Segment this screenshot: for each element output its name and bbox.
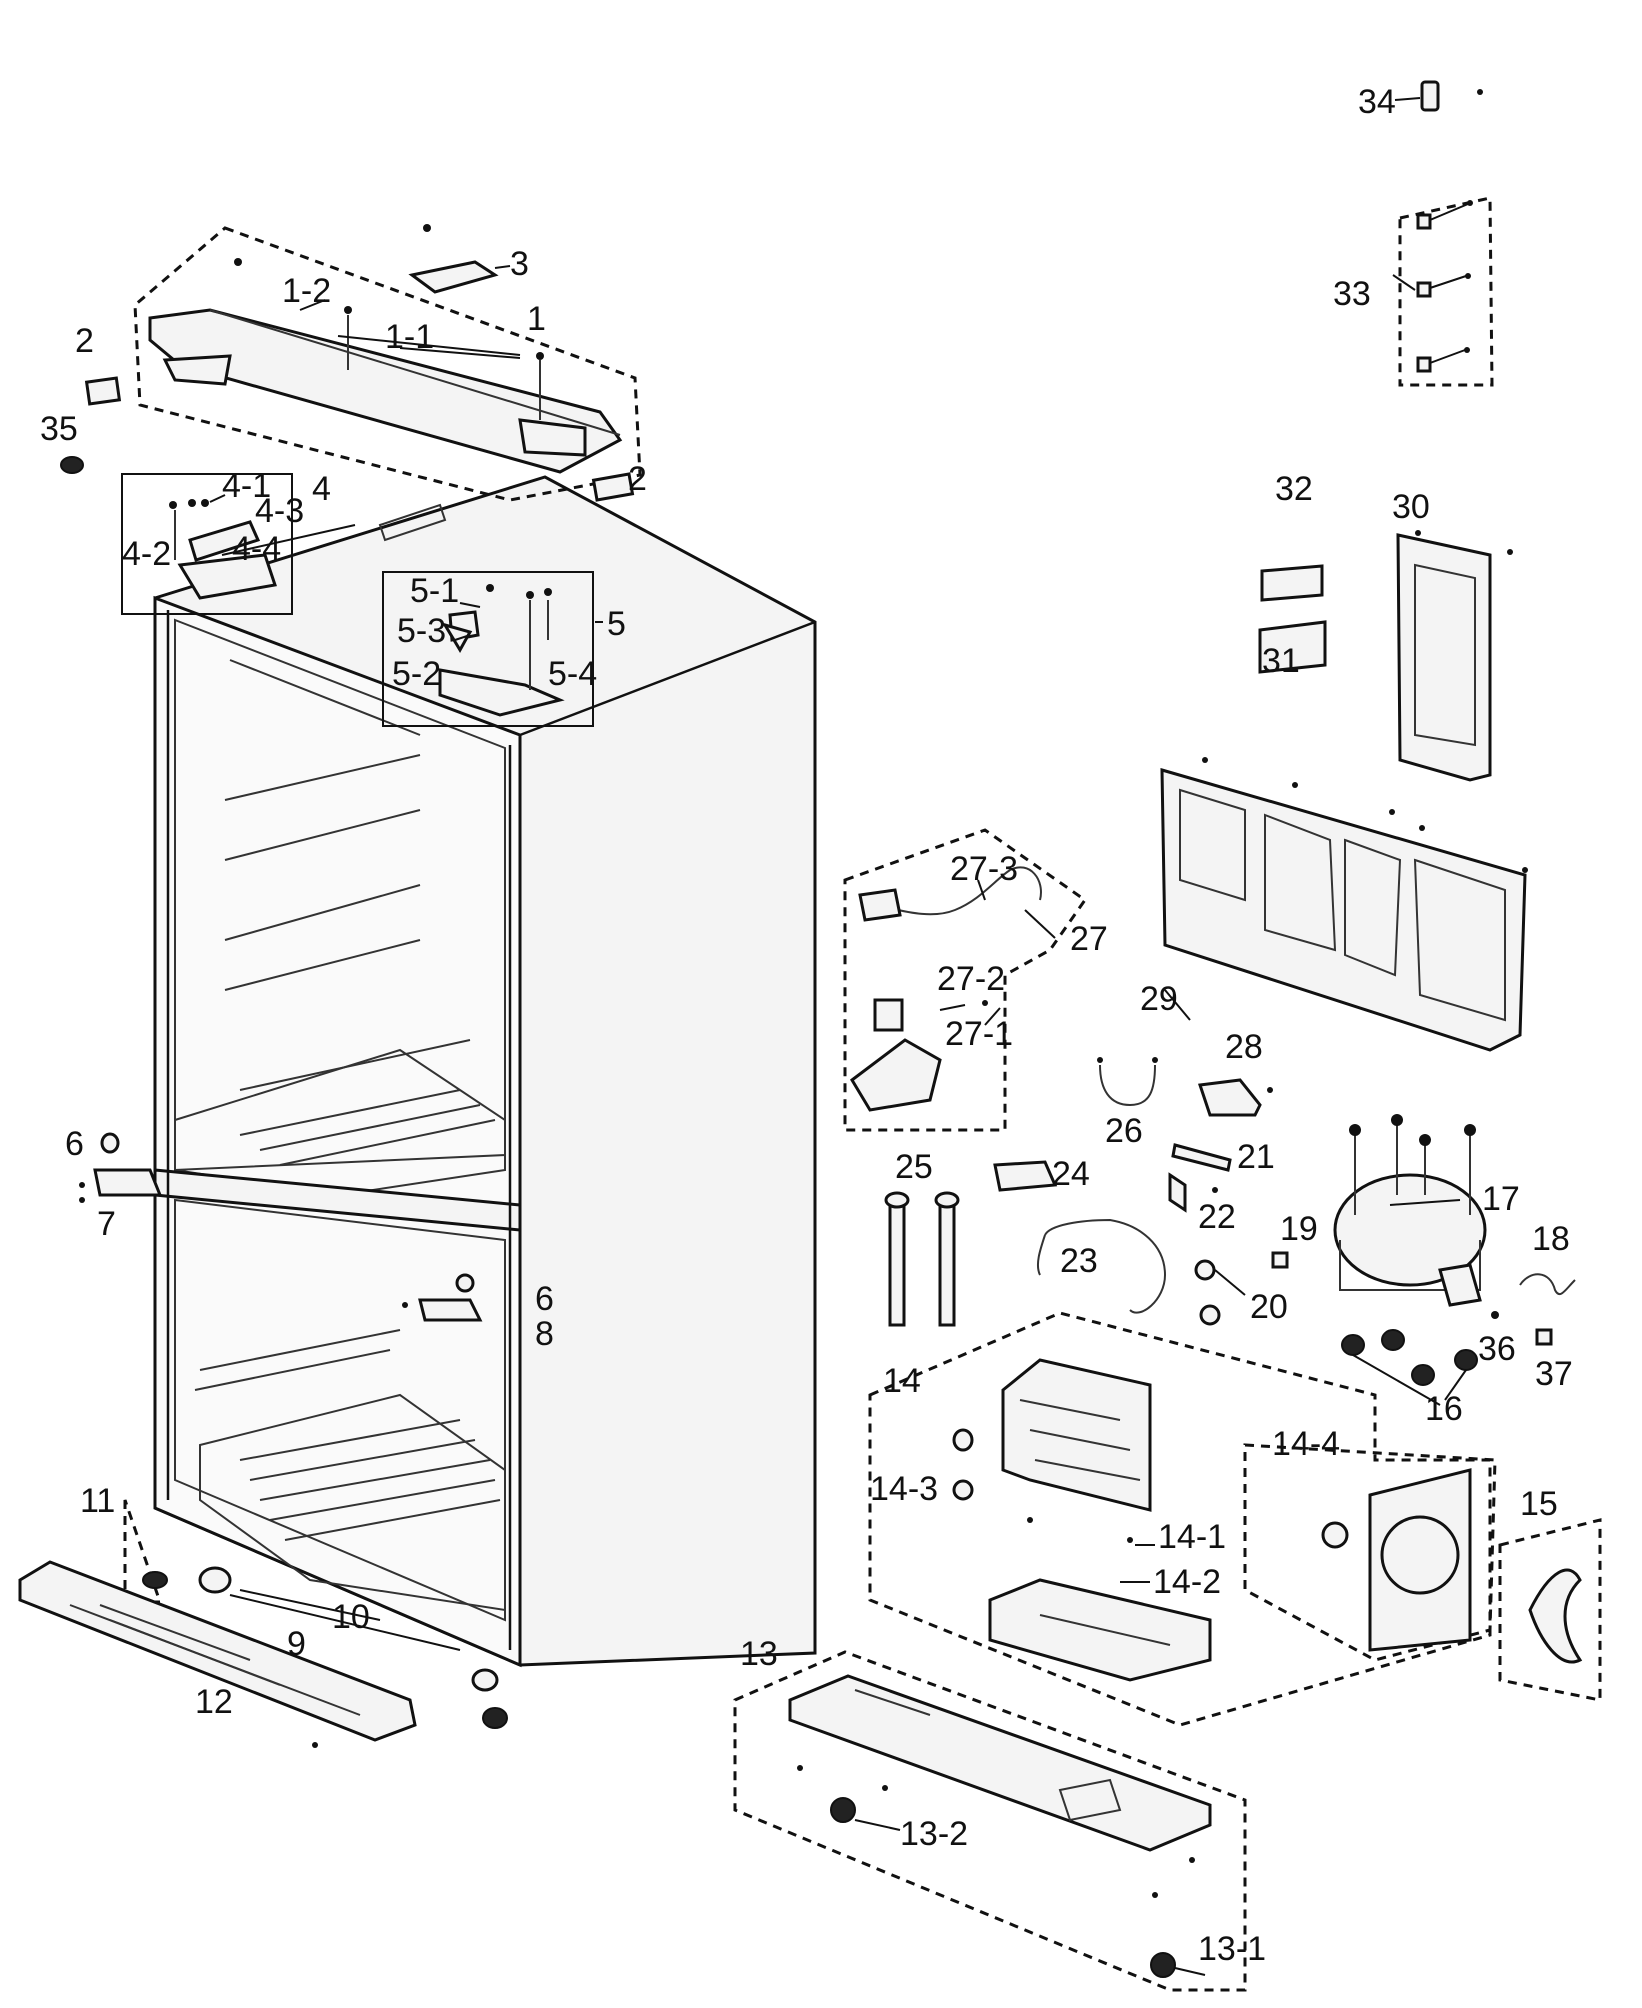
callout-7: 7	[97, 1205, 116, 1243]
top-hinge-left-group	[121, 473, 356, 615]
callout-14-2: 14-2	[1153, 1563, 1221, 1601]
callout-32: 32	[1275, 470, 1313, 508]
callout-12: 12	[195, 1683, 233, 1721]
top-plate-part	[408, 224, 511, 294]
middle-hinge-group	[79, 1132, 483, 1322]
callout-27-2: 27-2	[937, 960, 1005, 998]
callout-14-3: 14-3	[870, 1470, 938, 1508]
callout-13-2: 13-2	[900, 1815, 968, 1853]
callout-35: 35	[40, 410, 78, 448]
wire-harness-part	[993, 1160, 1167, 1314]
refrigerator-cabinet	[153, 475, 817, 1668]
callout-27-3: 27-3	[950, 850, 1018, 888]
callout-33: 33	[1333, 275, 1371, 313]
leader-lines	[209, 97, 1461, 1206]
base-plate-group	[733, 1650, 1247, 1992]
callout-5-4: 5-4	[548, 655, 597, 693]
callout-23: 23	[1060, 1242, 1098, 1280]
callout-29: 29	[1140, 980, 1178, 1018]
compressor-group	[1333, 1114, 1487, 1307]
callout-13-1: 13-1	[1198, 1930, 1266, 1968]
control-boards-part	[1258, 564, 1327, 674]
callout-3: 3	[510, 245, 529, 283]
callout-1: 1	[527, 300, 546, 338]
callout-18: 18	[1532, 1220, 1570, 1258]
callout-34: 34	[1358, 83, 1396, 121]
small-components-group	[1168, 1143, 1289, 1326]
callout-21: 21	[1237, 1138, 1275, 1176]
callout-5-1: 5-1	[410, 572, 459, 610]
callout-4-2: 4-2	[122, 535, 171, 573]
top-cover-group	[133, 226, 642, 502]
fan-blade-part	[1498, 1518, 1602, 1702]
callout-5-3: 5-3	[397, 612, 446, 650]
callout-4-4: 4-4	[232, 530, 281, 568]
callout-30: 30	[1392, 488, 1430, 526]
base-grille	[18, 1560, 417, 1748]
callout-14: 14	[883, 1362, 921, 1400]
compressor-wire-part	[1491, 1273, 1576, 1346]
callout-2b: 2	[628, 460, 647, 498]
callout-20: 20	[1250, 1288, 1288, 1326]
drain-tubes-part	[884, 1191, 960, 1327]
callout-1-2: 1-2	[282, 272, 331, 310]
compressor-cover-part	[1396, 530, 1513, 782]
relay-part	[1197, 1078, 1273, 1117]
callout-19: 19	[1280, 1210, 1318, 1248]
callout-27-1: 27-1	[945, 1015, 1013, 1053]
sensor-part	[1420, 80, 1483, 112]
power-cord-group	[843, 828, 1088, 1132]
callout-14-1: 14-1	[1158, 1518, 1226, 1556]
callout-6a: 6	[65, 1125, 84, 1163]
callout-8: 8	[535, 1315, 554, 1353]
callout-17: 17	[1482, 1180, 1520, 1218]
callout-6b: 6	[535, 1280, 554, 1318]
callout-5: 5	[607, 605, 626, 643]
callout-14-4: 14-4	[1272, 1425, 1340, 1463]
callout-28: 28	[1225, 1028, 1263, 1066]
callout-25: 25	[895, 1148, 933, 1186]
callout-31: 31	[1262, 642, 1300, 680]
callout-13: 13	[740, 1635, 778, 1673]
top-hinge-right-group	[382, 571, 594, 727]
callout-22: 22	[1198, 1198, 1236, 1236]
pad-parts	[84, 376, 635, 502]
compressor-feet-part	[1341, 1329, 1478, 1406]
callout-labels: 34 3 1-2 1 1-1 2 33 35 2 4 4-1 4-3 4-4 4…	[40, 83, 1573, 1968]
connecting-wire-part	[1097, 1057, 1158, 1107]
callout-2a: 2	[75, 322, 94, 360]
callout-4: 4	[312, 470, 331, 508]
callout-4-1: 4-1	[222, 467, 271, 505]
cap-part	[60, 456, 84, 474]
callout-15: 15	[1520, 1485, 1558, 1523]
callout-11: 11	[80, 1482, 115, 1520]
callout-4-3: 4-3	[255, 492, 304, 530]
callout-16: 16	[1425, 1390, 1463, 1428]
callout-26: 26	[1105, 1112, 1143, 1150]
callout-5-2: 5-2	[392, 655, 441, 693]
bracket-group	[1398, 196, 1494, 387]
bottom-hinge-group	[123, 1499, 508, 1729]
callout-27: 27	[1070, 920, 1108, 958]
fan-motor-part	[1243, 1443, 1497, 1662]
callout-1-1: 1-1	[385, 318, 434, 356]
callout-9: 9	[287, 1625, 306, 1663]
callout-37: 37	[1535, 1355, 1573, 1393]
callout-36: 36	[1478, 1330, 1516, 1368]
back-cover-panel	[1160, 757, 1528, 1052]
callout-10: 10	[332, 1598, 370, 1636]
callout-24: 24	[1052, 1155, 1090, 1193]
